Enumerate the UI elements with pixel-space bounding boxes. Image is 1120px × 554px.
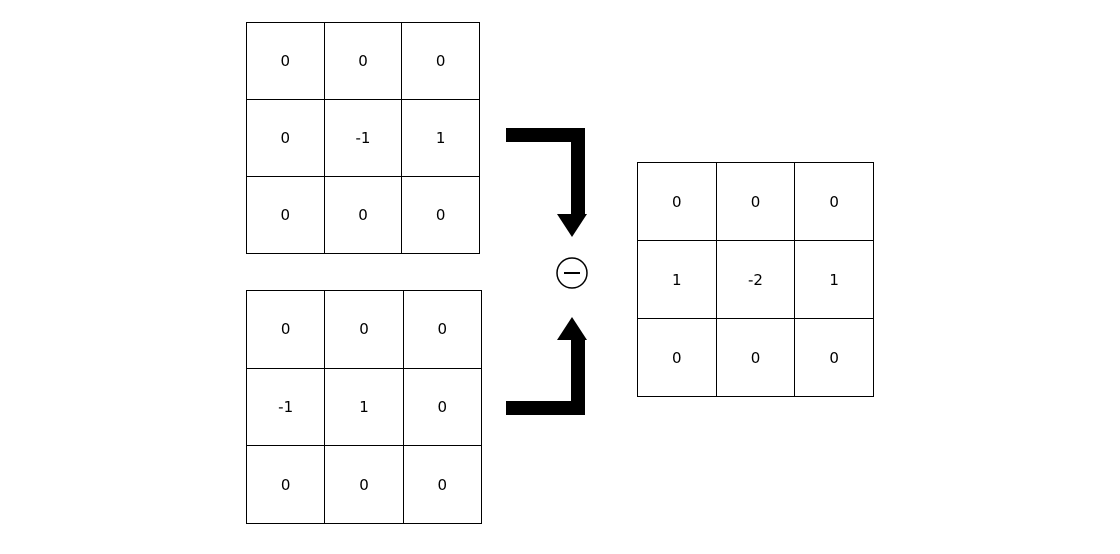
matrix-cell: 0 xyxy=(247,100,325,177)
matrix-cell: 0 xyxy=(325,291,404,369)
matrix-cell: 0 xyxy=(795,319,874,397)
bottom-matrix: 0 0 0 -1 1 0 0 0 0 xyxy=(246,290,482,524)
matrix-cell: 0 xyxy=(247,291,326,369)
top-matrix: 0 0 0 0 -1 1 0 0 0 xyxy=(246,22,480,254)
matrix-cell: 1 xyxy=(795,241,874,319)
arrow-down-icon xyxy=(506,128,587,237)
matrix-cell: 1 xyxy=(325,368,404,447)
matrix-cell: 0 xyxy=(403,446,482,524)
matrix-cell: 0 xyxy=(638,319,717,397)
matrix-cell: 0 xyxy=(247,177,325,254)
result-matrix: 0 0 0 1 -2 1 0 0 0 xyxy=(637,162,874,397)
matrix-cell: -1 xyxy=(324,100,403,177)
matrix-cell: 0 xyxy=(325,446,404,524)
matrix-cell: 0 xyxy=(247,23,325,100)
matrix-cell: -1 xyxy=(247,368,326,447)
matrix-cell: 0 xyxy=(795,163,874,241)
matrix-cell: 1 xyxy=(638,241,717,319)
matrix-cell: 0 xyxy=(403,368,482,447)
matrix-cell: 0 xyxy=(716,163,796,241)
matrix-cell: 0 xyxy=(638,163,717,241)
minus-circle-icon xyxy=(556,257,588,289)
arrow-up-icon xyxy=(506,317,587,415)
matrix-cell: 0 xyxy=(402,177,480,254)
matrix-cell: 1 xyxy=(402,100,480,177)
matrix-cell: 0 xyxy=(324,23,403,100)
matrix-cell: 0 xyxy=(716,319,796,397)
matrix-cell: -2 xyxy=(716,241,796,319)
matrix-cell: 0 xyxy=(247,446,326,524)
matrix-cell: 0 xyxy=(403,291,482,369)
matrix-cell: 0 xyxy=(402,23,480,100)
matrix-cell: 0 xyxy=(324,177,403,254)
